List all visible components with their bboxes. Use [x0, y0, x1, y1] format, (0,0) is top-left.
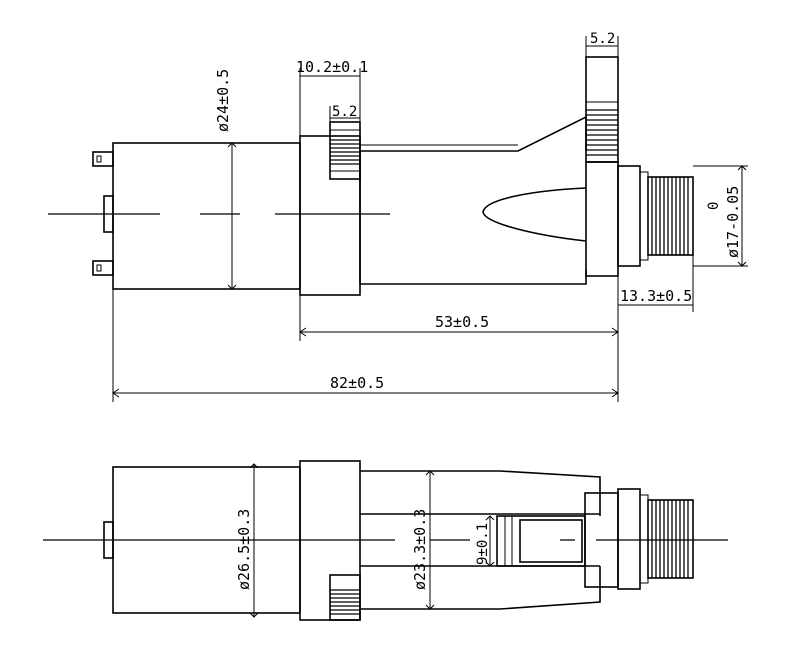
flange-gear-top [329, 121, 361, 180]
dim-motor-dia-label: ø24±0.5 [214, 69, 232, 132]
dim-motor-diameter: ø24±0.5 [214, 69, 237, 290]
dim-housing-diameter: ø23.3±0.3 [411, 470, 435, 610]
dim-small-gear-width-label: 5.2 [332, 104, 357, 120]
motor-body [112, 142, 301, 290]
tall-gear [585, 56, 619, 163]
bottom-view: ø26.5±0.3 ø23.3±0.3 9±0.1 [43, 460, 728, 621]
dim-housing-dia-label: ø23.3±0.3 [411, 509, 429, 590]
housing-slot [496, 515, 586, 567]
motor-terminal-bottom [92, 260, 114, 276]
flange-gear-bottom [329, 574, 361, 621]
dim-tall-gear-width-label: 5.2 [590, 31, 615, 47]
motor-terminal-top [92, 151, 114, 167]
dim-housing-length-label: 53±0.5 [435, 313, 489, 331]
output-gear [647, 176, 694, 256]
dim-tall-gear-width: 5.2 [585, 31, 619, 57]
dim-flange-width: 10.2±0.1 [296, 58, 368, 136]
dim-slot-width-label: 9±0.1 [475, 523, 491, 565]
dim-output-gear-length-label: 13.3±0.5 [620, 287, 692, 305]
output-gear-2 [647, 499, 694, 579]
output-collar [617, 165, 641, 267]
dim-body-diameter: ø26.5±0.3 [235, 463, 259, 618]
dim-body-dia-label: ø26.5±0.3 [235, 509, 253, 590]
dim-output-diameter: 0 ø17-0.05 [693, 165, 748, 267]
dim-flange-width-label: 10.2±0.1 [296, 58, 368, 76]
dim-output-tol-upper: 0 [706, 202, 722, 210]
dim-total-length: 82±0.5 [112, 289, 619, 402]
gearbox-housing [360, 115, 587, 285]
dim-small-gear-width: 5.2 [329, 104, 361, 122]
dim-housing-length: 53±0.5 [299, 276, 619, 341]
dim-slot-width: 9±0.1 [475, 515, 495, 567]
housing-flute [482, 187, 587, 242]
dim-output-dia-label: ø17-0.05 [724, 186, 742, 258]
dim-total-length-label: 82±0.5 [330, 374, 384, 392]
dim-output-gear-length: 13.3±0.5 [617, 255, 694, 312]
top-view: ø24±0.5 10.2±0.1 5.2 5.2 0 ø17-0.05 [48, 31, 748, 402]
housing-end-cap [585, 161, 619, 277]
